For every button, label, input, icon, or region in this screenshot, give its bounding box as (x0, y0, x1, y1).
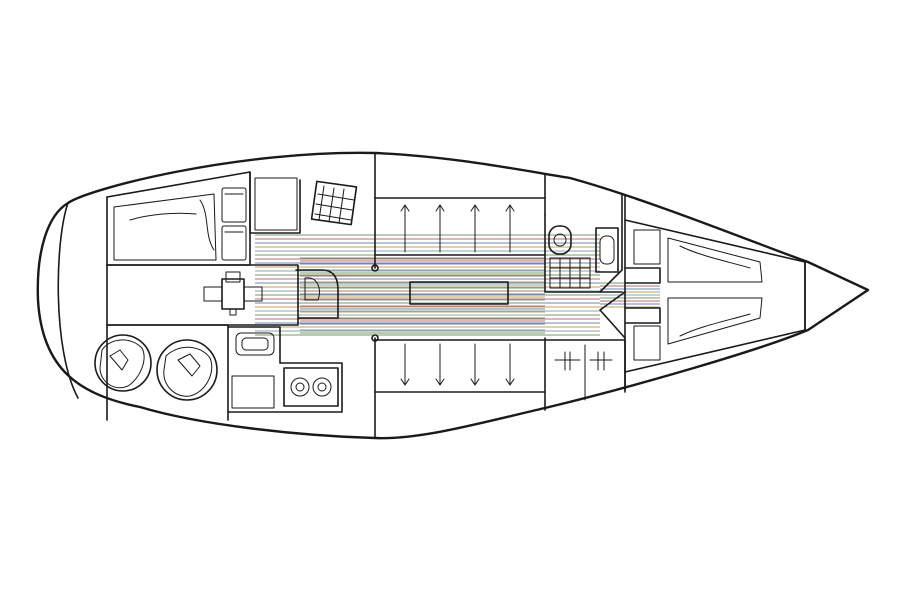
hull-outline (36, 151, 870, 440)
saloon-settee-port (374, 197, 546, 256)
galley (227, 326, 343, 413)
forward-cabin-door (599, 291, 626, 339)
cushion-button (435, 378, 445, 386)
mast-post-aft (371, 264, 379, 272)
saloon-settee-starboard (374, 339, 546, 393)
aft-double-berth (106, 171, 251, 266)
stern-lockers (94, 324, 229, 421)
cushion-button (470, 204, 480, 212)
saloon-cabin-sole (255, 234, 600, 336)
cushion-button (400, 204, 410, 212)
cushion-button (435, 204, 445, 212)
mast-post-fwd (371, 334, 379, 342)
cushion-button (505, 204, 515, 212)
cushion-button (400, 378, 410, 386)
saloon-table (409, 281, 509, 305)
cockpit-lockers (249, 171, 358, 234)
head-compartment (544, 194, 623, 293)
cushion-button (470, 378, 480, 386)
forward-v-berth (624, 219, 806, 373)
nav-station-seat (203, 271, 263, 316)
cushion-button (505, 378, 515, 386)
transom-line (57, 202, 79, 399)
